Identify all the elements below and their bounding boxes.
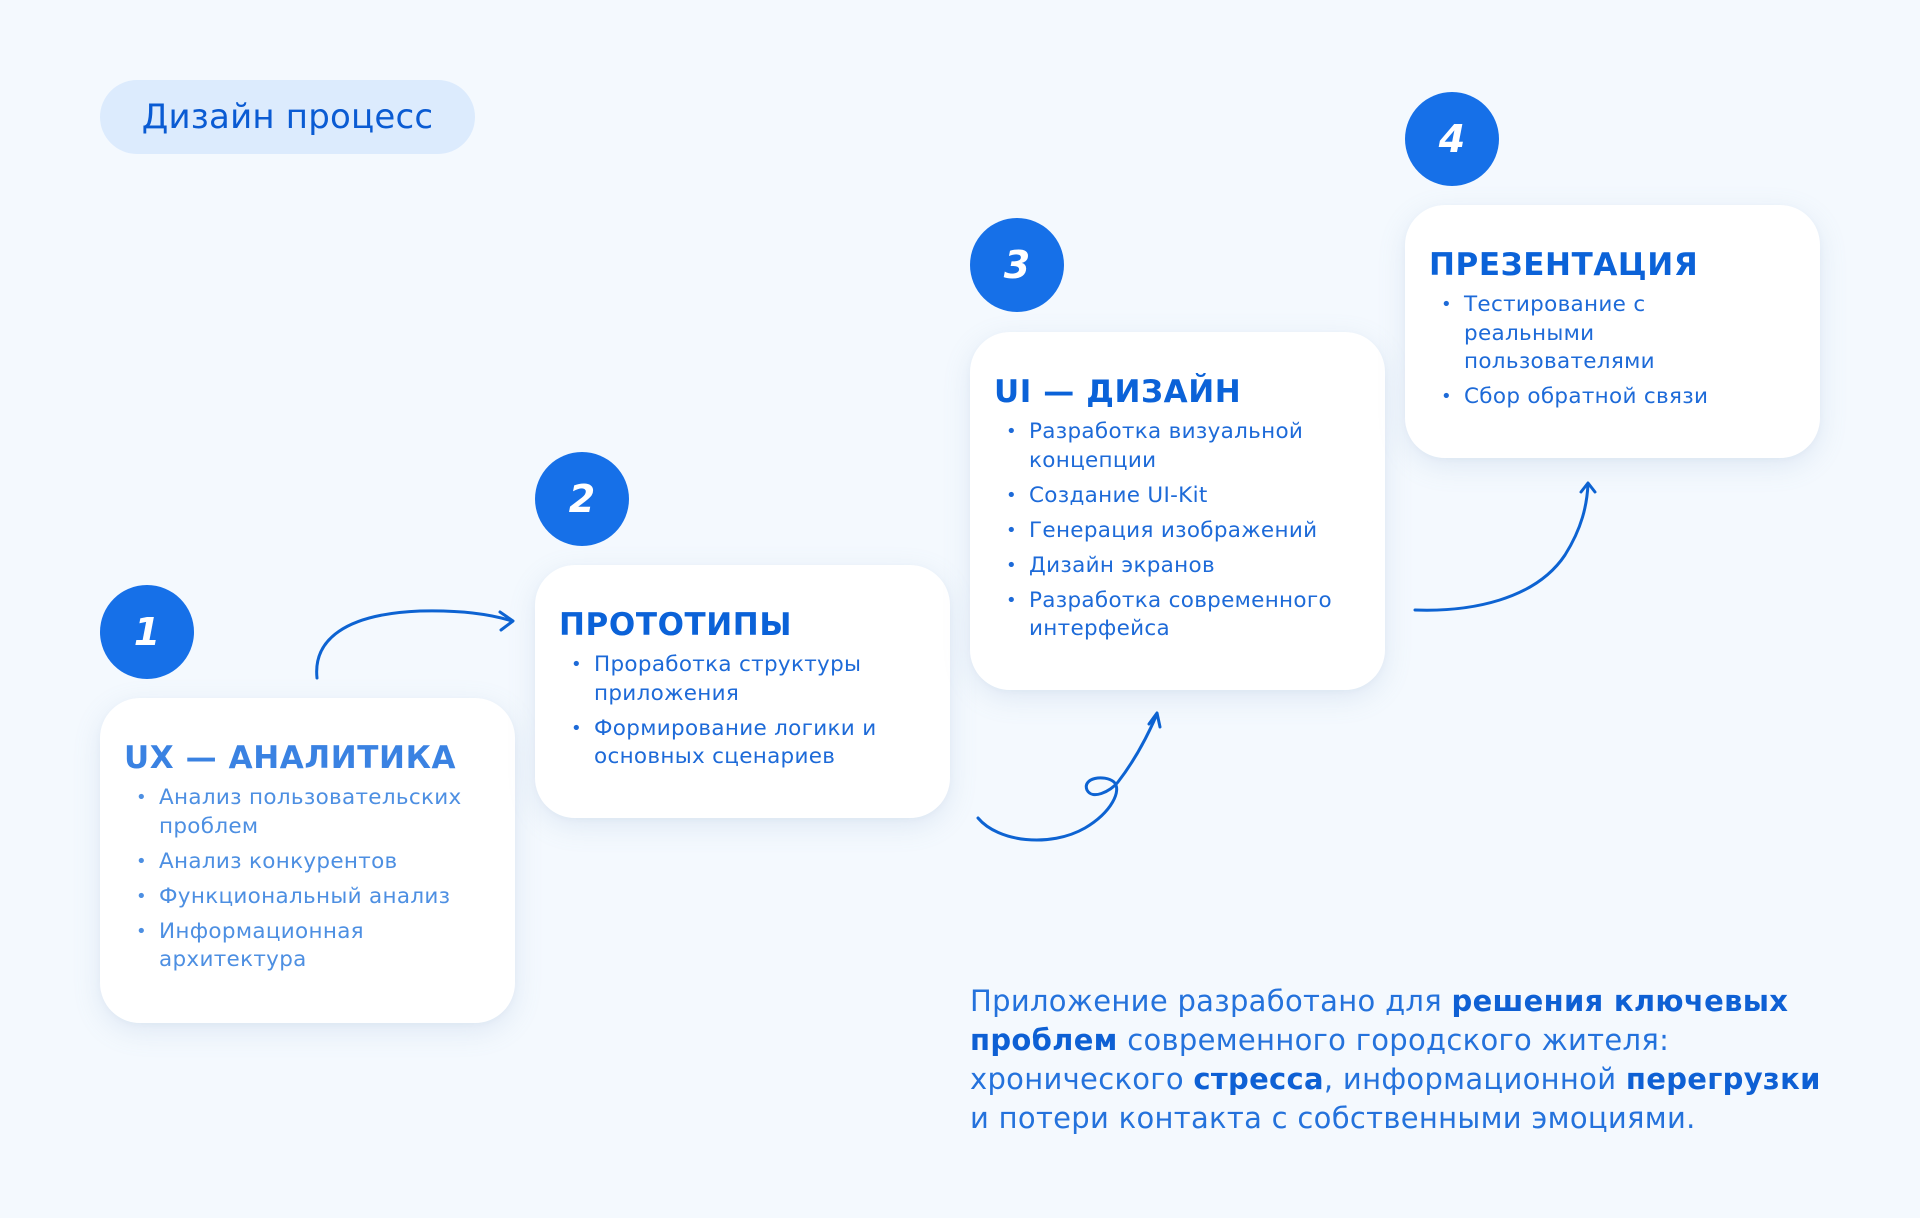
list-item: •Генерация изображений xyxy=(994,517,1363,546)
step-number-badge: 1 xyxy=(100,585,194,679)
bullet-icon: • xyxy=(1441,294,1452,315)
bullet-icon: • xyxy=(1006,554,1017,576)
list-item: •Разработка современного интерфейса xyxy=(1006,587,1332,642)
bullet-icon: • xyxy=(1441,386,1452,407)
step-title: UI — ДИЗАЙН xyxy=(994,374,1242,410)
list-item: •Проработка структуры приложения xyxy=(571,652,862,706)
list-item: •Тестирование с реальными пользователями xyxy=(1441,292,1655,374)
bullet-icon: • xyxy=(1006,484,1017,506)
curved-arrow-icon xyxy=(1413,481,1597,612)
bullet-icon: • xyxy=(136,787,147,808)
emphasis-text: перегрузки xyxy=(1625,1062,1821,1096)
bullet-icon: • xyxy=(136,885,147,907)
bullet-icon: • xyxy=(136,850,147,872)
list-item: •Анализ конкурентов xyxy=(124,848,493,877)
step-card-presentation: ПРЕЗЕНТАЦИЯ •Тестирование с реальными по… xyxy=(1405,205,1820,458)
step-card-ux-analytics: UX — АНАЛИТИКА •Анализ пользовательских … xyxy=(100,698,515,1023)
step-number-badge: 4 xyxy=(1405,92,1499,186)
list-item: •Анализ пользовательских проблем xyxy=(136,785,462,839)
list-item: •Формирование логики и основных сценарие… xyxy=(571,715,877,770)
step-title: ПРЕЗЕНТАЦИЯ xyxy=(1429,247,1699,283)
summary-paragraph: Приложение разработано для решения ключе… xyxy=(970,984,1821,1135)
curved-arrow-icon xyxy=(315,609,515,680)
step-task-list: •Тестирование с реальными пользователями… xyxy=(1429,291,1798,412)
list-item: •Функциональный анализ xyxy=(124,883,493,912)
step-title: UX — АНАЛИТИКА xyxy=(124,740,457,776)
page-title: Дизайн процесс xyxy=(100,80,475,154)
list-item: •Разработка визуальной концепции xyxy=(1006,419,1304,473)
bullet-icon: • xyxy=(571,654,582,675)
step-task-list: •Проработка структуры приложения •Формир… xyxy=(559,651,928,772)
bullet-icon: • xyxy=(1006,589,1017,611)
list-item: •Сбор обратной связи xyxy=(1429,383,1798,412)
bullet-icon: • xyxy=(1006,519,1017,541)
step-title: ПРОТОТИПЫ xyxy=(559,607,793,643)
step-card-prototypes: ПРОТОТИПЫ •Проработка структуры приложен… xyxy=(535,565,950,818)
bullet-icon: • xyxy=(136,920,147,942)
list-item: •Создание UI-Kit xyxy=(994,482,1363,511)
loop-arrow-icon xyxy=(976,711,1162,842)
step-number-badge: 2 xyxy=(535,452,629,546)
step-task-list: •Анализ пользовательских проблем •Анализ… xyxy=(124,784,493,975)
emphasis-text: решения ключевых проблем xyxy=(970,984,1789,1057)
list-item: •Дизайн экранов xyxy=(994,552,1363,581)
bullet-icon: • xyxy=(571,717,582,739)
step-task-list: •Разработка визуальной концепции •Создан… xyxy=(994,418,1363,644)
list-item: •Информационная архитектура xyxy=(136,918,364,973)
step-card-ui-design: UI — ДИЗАЙН •Разработка визуальной конце… xyxy=(970,332,1385,690)
bullet-icon: • xyxy=(1006,421,1017,442)
emphasis-text: стресса xyxy=(1193,1062,1324,1096)
step-number-badge: 3 xyxy=(970,218,1064,312)
